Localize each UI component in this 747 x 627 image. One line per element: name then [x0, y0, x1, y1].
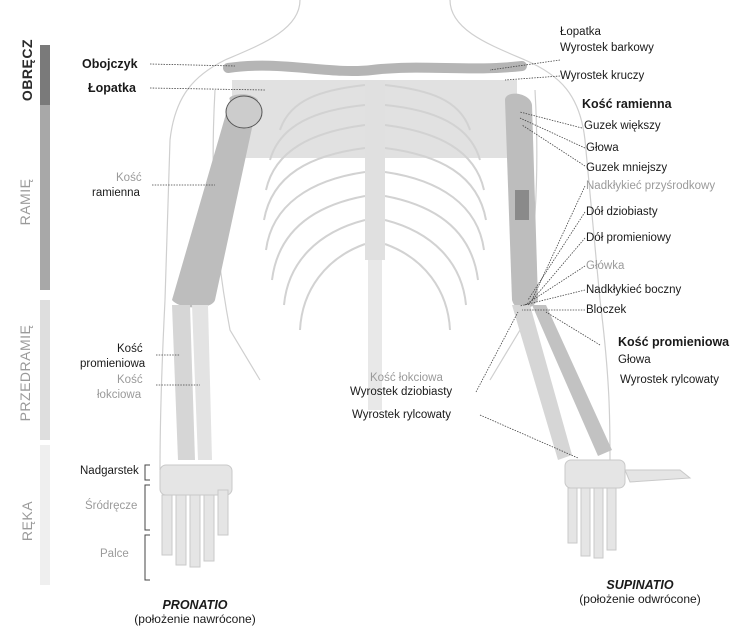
clavicle — [228, 66, 522, 71]
region-label-forearm: PRZEDRAMIĘ — [17, 318, 33, 428]
right-ulna — [512, 305, 572, 460]
label-radius-2: promieniowa — [80, 358, 145, 371]
right-humerus-mark — [515, 190, 529, 220]
label-ulna-right: Kość łokciowa — [370, 372, 443, 385]
label-ulna-styloid: Wyrostek rylcowaty — [352, 409, 451, 422]
label-radius-styloid: Wyrostek rylcowaty — [620, 374, 719, 387]
label-clavicle: Obojczyk — [82, 58, 138, 71]
caption-pronation-subtitle: (położenie nawrócone) — [134, 612, 255, 626]
label-scapula-right: Łopatka — [560, 26, 601, 39]
label-humerus-right: Kość ramienna — [582, 98, 672, 111]
label-ulna-1: Kość — [117, 374, 143, 387]
left-hand — [160, 465, 232, 567]
label-acromion: Wyrostek barkowy — [560, 42, 654, 55]
label-trochlea: Bloczek — [586, 304, 626, 317]
caption-pronation-title: PRONATIO — [100, 598, 290, 612]
caption-supination: SUPINATIO (położenie odwrócone) — [545, 578, 735, 606]
caption-pronation: PRONATIO (położenie nawrócone) — [100, 598, 290, 626]
region-label-hand: RĘKA — [19, 486, 35, 556]
label-metacarpus: Śródręcze — [85, 500, 137, 513]
label-phalanges: Palce — [100, 548, 129, 561]
label-carpus: Nadgarstek — [80, 465, 139, 478]
label-humerus-1: Kość — [116, 172, 142, 185]
label-humerus-2: ramienna — [92, 187, 140, 200]
caption-supination-subtitle: (położenie odwrócone) — [579, 592, 700, 606]
label-capitulum: Główka — [586, 260, 624, 273]
label-medial-epicondyle: Nadkłykieć przyśrodkowy — [586, 180, 715, 193]
right-hand — [565, 460, 690, 558]
region-label-shoulder: OBRĘCZ — [19, 35, 35, 105]
label-radius-right: Kość promieniowa — [618, 336, 729, 349]
left-radius — [172, 305, 195, 460]
label-ulna-2: łokciowa — [97, 389, 141, 402]
label-ulna-coronoid: Wyrostek dziobiasty — [350, 386, 452, 399]
region-bar — [40, 45, 50, 585]
sternum — [365, 80, 385, 260]
label-coronoid-fossa: Dół dziobiasty — [586, 206, 658, 219]
label-radius-head: Głowa — [618, 354, 651, 367]
label-lesser-tubercle: Guzek mniejszy — [586, 162, 667, 175]
region-label-arm: RAMIĘ — [17, 167, 33, 237]
left-ulna — [192, 305, 212, 460]
hand-brackets — [145, 465, 150, 580]
label-head-humerus: Głowa — [586, 142, 619, 155]
left-humerus-head — [226, 96, 262, 128]
label-greater-tubercle: Guzek większy — [584, 120, 661, 133]
caption-supination-title: SUPINATIO — [545, 578, 735, 592]
label-scapula-left: Łopatka — [88, 82, 136, 95]
label-radial-fossa: Dół promieniowy — [586, 232, 671, 245]
label-coracoid: Wyrostek kruczy — [560, 70, 644, 83]
label-radius-1: Kość — [117, 343, 143, 356]
label-lateral-epicondyle: Nadkłykieć boczny — [586, 284, 681, 297]
